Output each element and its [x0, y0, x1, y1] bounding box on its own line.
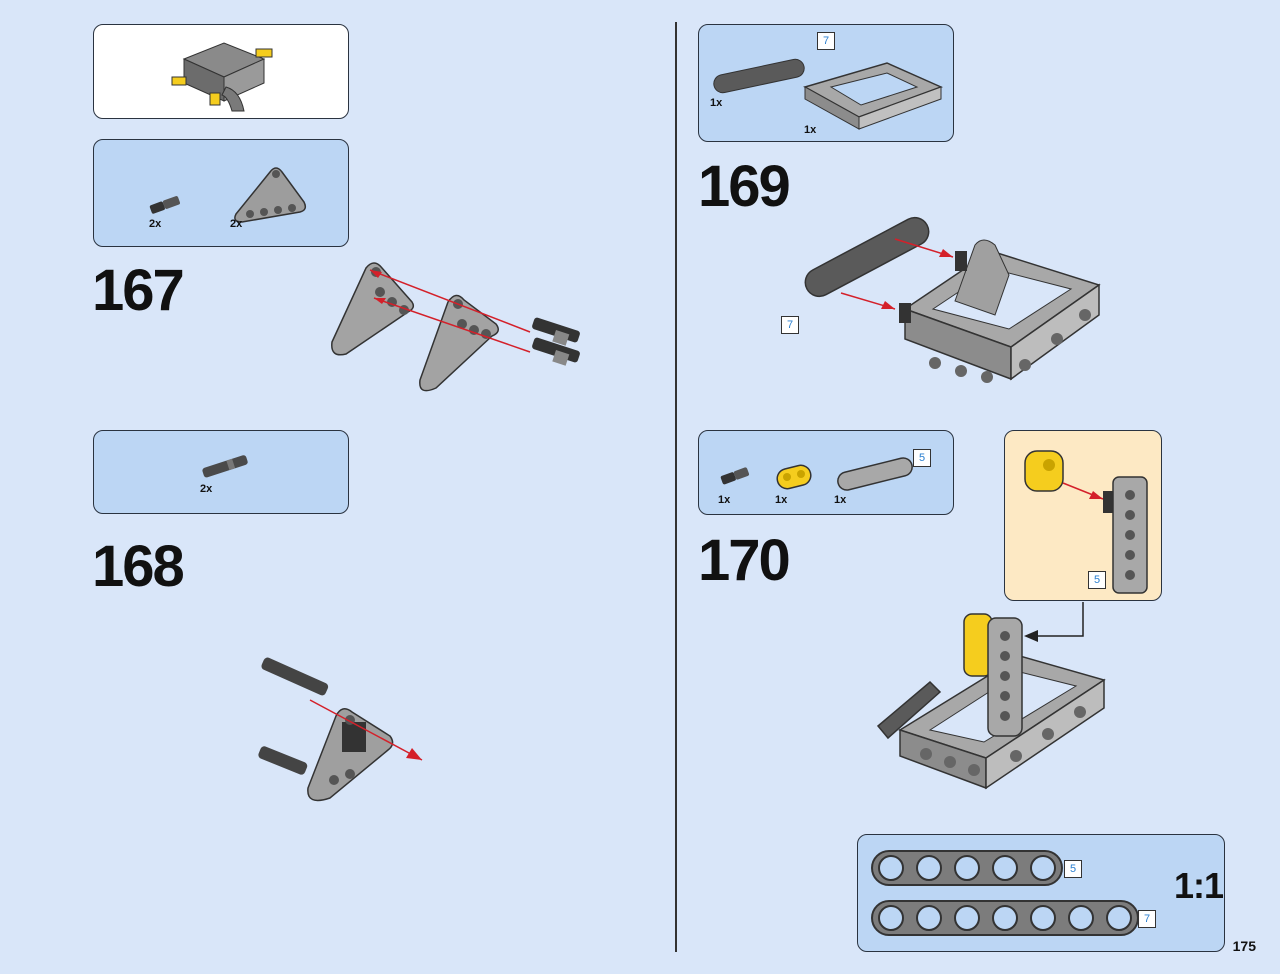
length-indicator: 7	[781, 316, 799, 334]
length-indicator: 5	[913, 449, 931, 467]
part-qty: 1x	[775, 494, 788, 506]
beam-7-icon	[713, 58, 805, 94]
parts-box-step-169: 7 1x 1x	[698, 24, 954, 142]
part-qty: 2x	[200, 483, 213, 495]
scale-label: 1:1	[1174, 865, 1224, 906]
page-divider	[675, 22, 677, 952]
parts-box-step-168: 2x	[93, 430, 349, 514]
beam-5-icon	[837, 457, 913, 491]
length-indicator: 7	[1138, 910, 1156, 928]
beam-hole	[954, 905, 980, 931]
beam-hole	[1030, 905, 1056, 931]
part-qty: 1x	[834, 494, 847, 506]
axle-pin-icon	[202, 455, 248, 478]
yellow-connector-icon	[776, 464, 812, 490]
step-number-169: 169	[698, 154, 791, 219]
frame-icon	[803, 62, 943, 130]
subassembly-box: 5	[1004, 430, 1162, 601]
beam-hole	[992, 855, 1018, 881]
step-168-illustration	[258, 657, 423, 802]
step-169-illustration	[804, 216, 1101, 383]
step-number-170: 170	[698, 528, 791, 593]
beam-hole	[1106, 905, 1132, 931]
parts-box-step-170: 5 1x 1x 1x	[698, 430, 954, 515]
beam-7-ruler-icon	[871, 900, 1139, 936]
part-qty: 1x	[718, 494, 731, 506]
step-170-illustration	[876, 602, 1106, 790]
part-qty: 1x	[710, 97, 723, 109]
page-number: 175	[1232, 938, 1256, 954]
length-indicator: 5	[1064, 860, 1082, 878]
part-qty: 2x	[149, 218, 162, 230]
triangle-beam-icon	[234, 167, 307, 223]
beam-hole	[878, 855, 904, 881]
length-indicator: 7	[817, 32, 835, 50]
subassembly-illustration	[1024, 450, 1148, 594]
step-number-168: 168	[92, 534, 185, 599]
part-qty: 2x	[230, 218, 243, 230]
beam-hole	[992, 905, 1018, 931]
beam-hole	[1068, 905, 1094, 931]
beam-hole	[916, 905, 942, 931]
previous-model-box	[93, 24, 349, 119]
part-qty: 1x	[804, 124, 817, 136]
parts-box-step-167: 2x 2x	[93, 139, 349, 247]
pin-icon	[720, 467, 750, 485]
step-number-167: 167	[92, 258, 185, 323]
beam-hole	[954, 855, 980, 881]
step-167-illustration	[331, 262, 580, 392]
beam-hole	[1030, 855, 1056, 881]
beam-5-ruler-icon	[871, 850, 1063, 886]
beam-hole	[878, 905, 904, 931]
assembly-preview-icon	[171, 42, 273, 112]
length-indicator: 5	[1088, 571, 1106, 589]
scale-ruler-box: 5 7 1:1	[857, 834, 1225, 952]
pin-icon	[149, 196, 180, 214]
beam-hole	[916, 855, 942, 881]
